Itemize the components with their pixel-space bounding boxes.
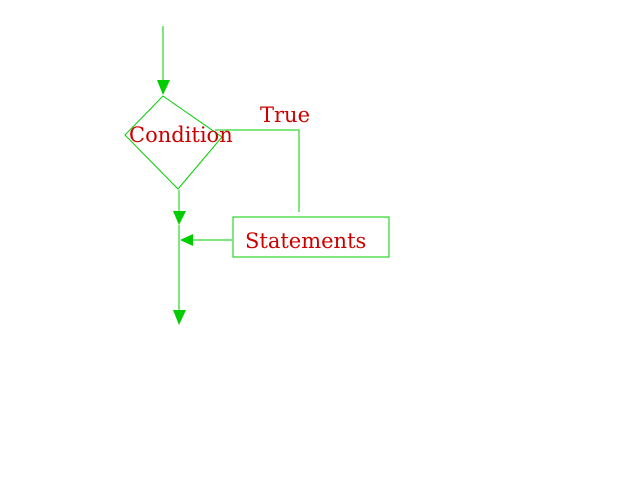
entry-arrowhead [157, 80, 170, 95]
statements-box [232, 216, 390, 258]
return-arrowhead [180, 234, 193, 246]
true-branch-label: True [260, 103, 310, 127]
condition-diamond [124, 95, 223, 190]
true-branch-line [215, 129, 300, 212]
statements-label: Statements [245, 229, 367, 253]
false-exit-arrowhead [173, 211, 186, 225]
condition-label: Condition [129, 123, 233, 147]
exit-arrowhead [173, 310, 186, 325]
